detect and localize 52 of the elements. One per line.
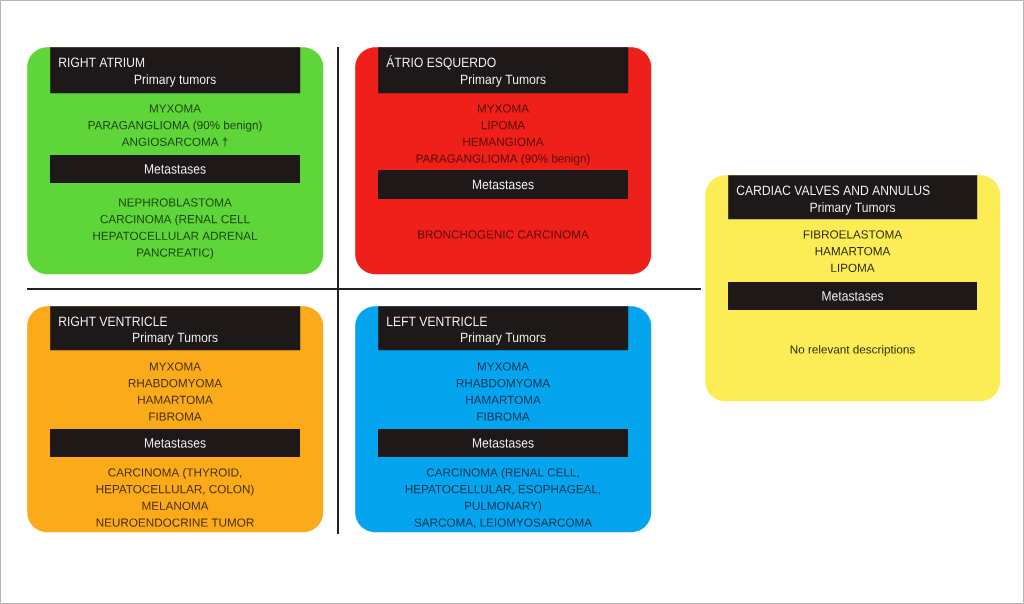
card-title: LEFT VENTRICLE — [387, 316, 487, 327]
section-bar — [50, 429, 300, 457]
section-heading: Metastases — [822, 291, 884, 301]
list-item: RHABDOMYOMA — [456, 379, 551, 388]
section-heading: Metastases — [472, 438, 534, 448]
list-item: MELANOMA — [142, 501, 209, 510]
header-bar — [728, 175, 978, 220]
list-item: MYXOMA — [149, 104, 201, 113]
section-heading: Primary Tumors — [810, 202, 896, 215]
section-heading: Metastases — [144, 164, 206, 174]
list-item: FIBROELASTOMA — [803, 230, 903, 239]
card-title: CARDIAC VALVES AND ANNULUS — [736, 185, 930, 196]
list-item: PARAGANGLIOMA (90% benign) — [88, 120, 262, 132]
section-bar — [50, 155, 300, 183]
list-item: LIPOMA — [481, 121, 526, 130]
section-heading: Metastases — [472, 179, 534, 190]
list-item: NEPHROBLASTOMA — [119, 198, 232, 207]
list-item: RHABDOMYOMA — [128, 379, 223, 388]
header-bar — [50, 47, 301, 94]
list-item: MYXOMA — [477, 362, 529, 371]
list-item: FIBROMA — [149, 412, 202, 421]
list-item: MYXOMA — [477, 104, 529, 113]
section-bar — [378, 170, 628, 199]
list-item: LIPOMA — [831, 263, 875, 272]
section-bar — [728, 282, 977, 310]
card-title: RIGHT ATRIUM — [59, 57, 145, 68]
card-title: ÁTRIO ESQUERDO — [386, 55, 496, 70]
section-heading: Metastases — [144, 438, 206, 448]
list-item: CARCINOMA (RENAL CELL, HEPATOCELLULAR, ESOPHAGEAL, PULMONARY) — [405, 467, 601, 513]
list-item: HAMARTOMA — [138, 395, 213, 404]
section-heading: Primary Tumors — [461, 332, 546, 345]
card-title: RIGHT VENTRICLE — [59, 316, 168, 327]
list-item: FIBROMA — [477, 412, 530, 421]
section-heading: Primary Tumors — [133, 332, 218, 345]
list-item: MYXOMA — [149, 362, 201, 371]
list-item: SARCOMA, LEIOMYOSARCOMA — [414, 518, 593, 529]
list-item: HAMARTOMA — [815, 247, 891, 256]
list-item: CARCINOMA (RENAL CELL HEPATOCELLULAR ADRENAL PANCREATIC) — [93, 214, 258, 259]
list-item: ANGIOSARCOMA † — [121, 137, 228, 147]
list-item: HEMANGIOMA — [463, 137, 544, 146]
header-bar — [378, 47, 629, 94]
list-item: NEUROENDOCRINE TUMOR — [96, 518, 254, 527]
list-item: No relevant descriptions — [790, 344, 915, 356]
section-heading: Primary tumors — [134, 74, 216, 87]
list-item: PARAGANGLIOMA (90% benign) — [416, 154, 590, 165]
header-bar — [50, 306, 301, 351]
header-bar — [378, 306, 629, 351]
list-item: BRONCHOGENIC CARCINOMA — [418, 230, 589, 239]
list-item: CARCINOMA (THYROID, HEPATOCELLULAR, COLON) — [96, 467, 254, 496]
list-item: HAMARTOMA — [466, 395, 541, 404]
section-heading: Primary Tumors — [461, 74, 546, 87]
section-bar — [378, 429, 628, 457]
